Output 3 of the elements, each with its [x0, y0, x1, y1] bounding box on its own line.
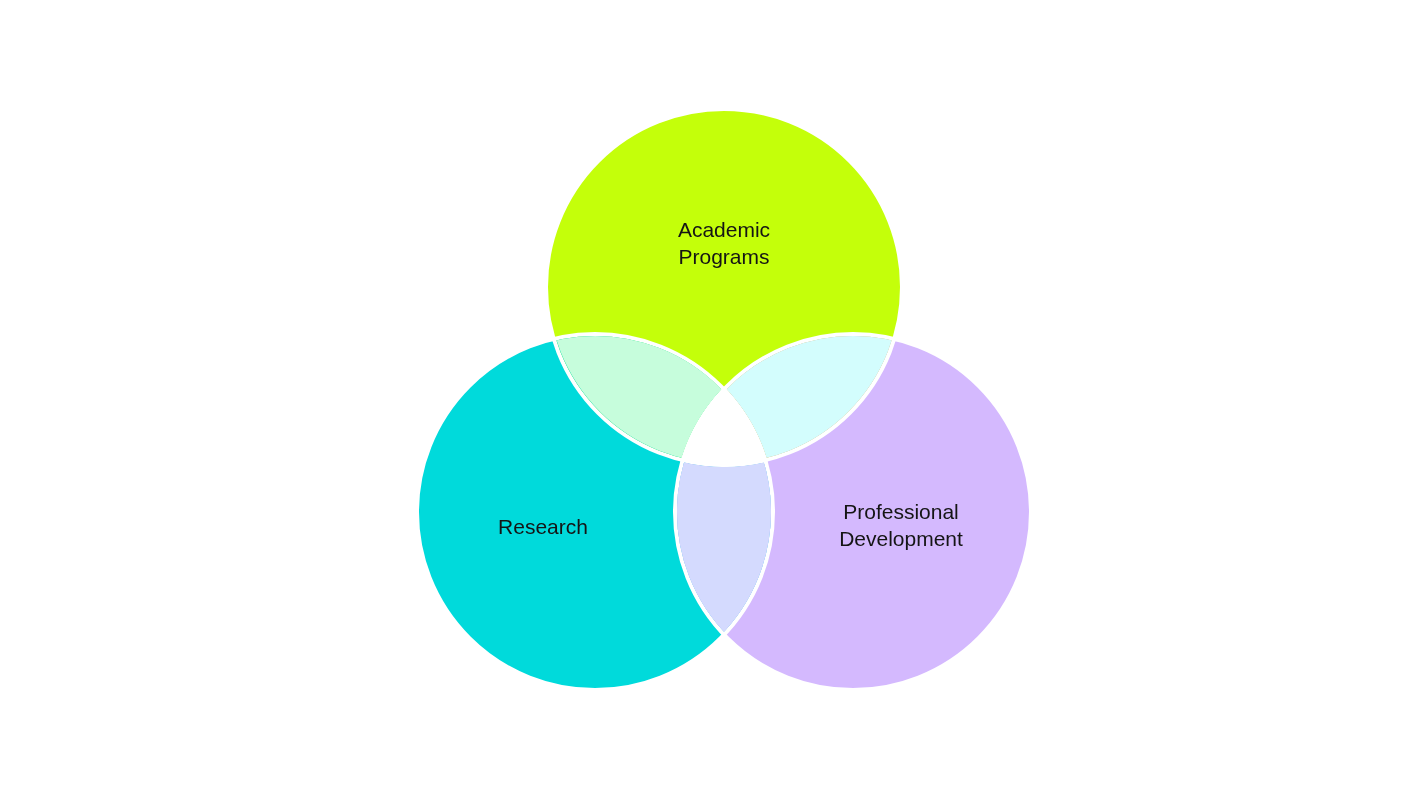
circle-label: Research: [498, 513, 588, 540]
circle-label: Professional Development: [839, 499, 963, 552]
circle-label: Academic Programs: [677, 217, 771, 270]
